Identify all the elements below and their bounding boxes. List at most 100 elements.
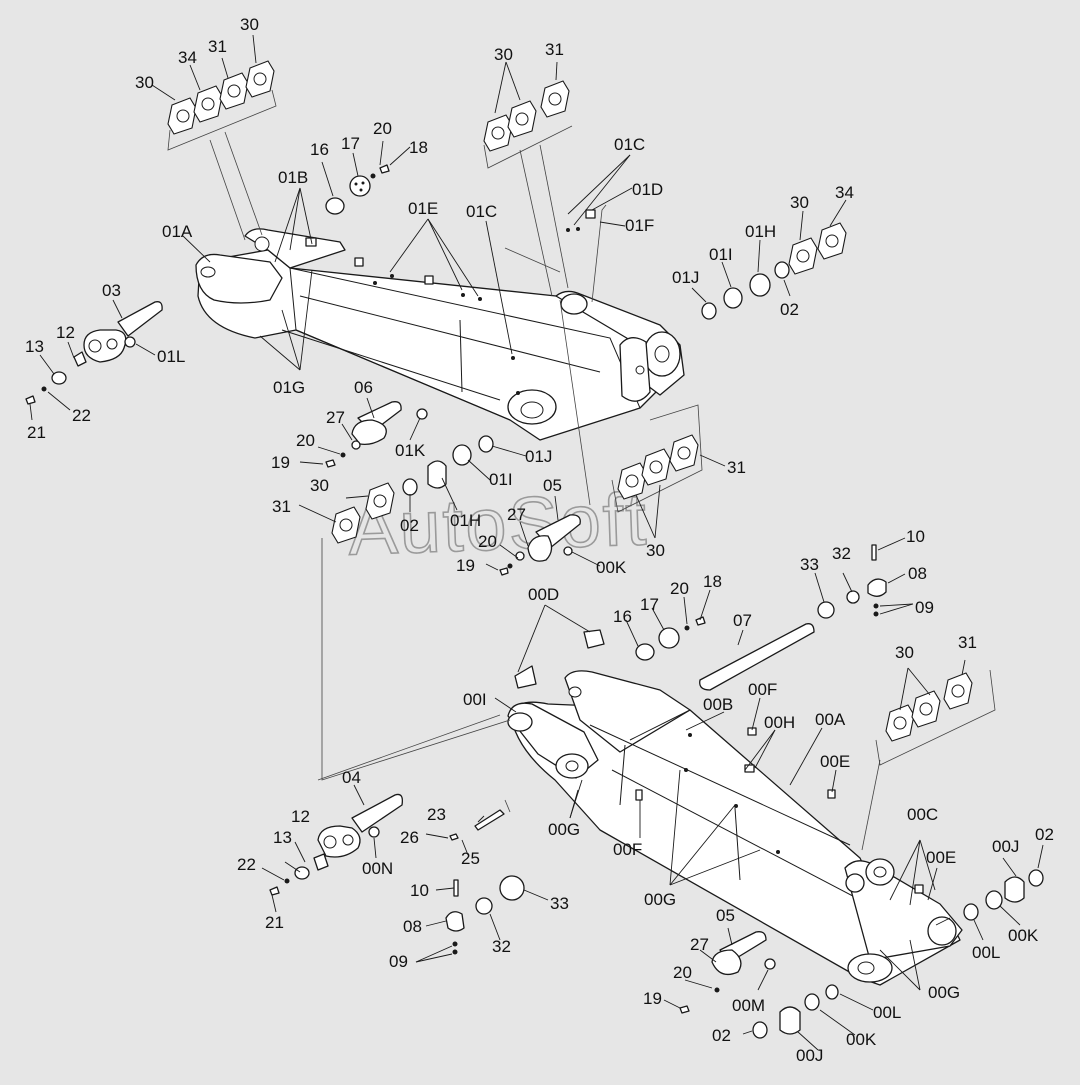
- callout: 04: [342, 768, 361, 787]
- callout: 05: [716, 906, 735, 925]
- upper-arm-parts: [25, 164, 790, 576]
- callout: 18: [703, 572, 722, 591]
- callout: 20: [373, 119, 392, 138]
- callout: 19: [456, 556, 475, 575]
- callout: 09: [389, 952, 408, 971]
- callout: 27: [326, 408, 345, 427]
- upper-arm-assembly: [195, 228, 685, 441]
- shim-stacks: [167, 60, 973, 742]
- callout: 01E: [408, 199, 438, 218]
- callout: 31: [545, 40, 564, 59]
- callout: 00E: [820, 752, 850, 771]
- leader-lines: [29, 34, 1044, 1051]
- callout: 01H: [450, 511, 481, 530]
- callout: 19: [643, 989, 662, 1008]
- callout: 22: [237, 855, 256, 874]
- callout: 10: [906, 527, 925, 546]
- callout: 01C: [466, 202, 497, 221]
- callout-labels: 30 34 31 30 30 31 16 17 20 18 01C 01D 01…: [25, 15, 1054, 1065]
- callout: 00F: [613, 840, 642, 859]
- callout: 34: [835, 183, 854, 202]
- callout: 31: [272, 497, 291, 516]
- callout: 00G: [548, 820, 580, 839]
- callout: 00E: [926, 848, 956, 867]
- callout: 00A: [815, 710, 846, 729]
- callout: 00G: [644, 890, 676, 909]
- callout: 30: [895, 643, 914, 662]
- callout: 34: [178, 48, 197, 67]
- callout: 21: [27, 423, 46, 442]
- callout: 00M: [732, 996, 765, 1015]
- callout: 02: [1035, 825, 1054, 844]
- callout: 33: [550, 894, 569, 913]
- callout: 13: [25, 337, 44, 356]
- callout: 01G: [273, 378, 305, 397]
- callout: 16: [613, 607, 632, 626]
- callout: 00I: [463, 690, 487, 709]
- callout: 31: [958, 633, 977, 652]
- callout: 00K: [846, 1030, 877, 1049]
- callout: 01L: [157, 347, 185, 366]
- callout: 00K: [596, 558, 627, 577]
- callout: 01I: [709, 245, 733, 264]
- callout: 03: [102, 281, 121, 300]
- callout: 32: [832, 544, 851, 563]
- lower-boom-parts: [269, 544, 1044, 1039]
- callout: 30: [790, 193, 809, 212]
- callout: 00J: [796, 1046, 823, 1065]
- callout: 08: [908, 564, 927, 583]
- callout: 02: [780, 300, 799, 319]
- callout: 07: [733, 611, 752, 630]
- callout: 01J: [525, 447, 552, 466]
- watermark: AutoSoft: [347, 477, 650, 570]
- callout: 31: [727, 458, 746, 477]
- callout: 00N: [362, 859, 393, 878]
- callout: 01B: [278, 168, 308, 187]
- callout: 00B: [703, 695, 733, 714]
- callout: 30: [646, 541, 665, 560]
- callout: 06: [354, 378, 373, 397]
- callout: 01A: [162, 222, 193, 241]
- callout: 01K: [395, 441, 426, 460]
- callout: 08: [403, 917, 422, 936]
- callout: 27: [507, 505, 526, 524]
- callout: 30: [135, 73, 154, 92]
- callout: 17: [640, 595, 659, 614]
- callout: 00F: [748, 680, 777, 699]
- callout: 01I: [489, 470, 513, 489]
- callout: 20: [673, 963, 692, 982]
- callout: 22: [72, 406, 91, 425]
- callout: 12: [291, 807, 310, 826]
- callout: 00K: [1008, 926, 1039, 945]
- callout: 09: [915, 598, 934, 617]
- callout: 33: [800, 555, 819, 574]
- callout: 16: [310, 140, 329, 159]
- callout: 13: [273, 828, 292, 847]
- callout: 00J: [992, 837, 1019, 856]
- callout: 20: [478, 532, 497, 551]
- callout: 20: [296, 431, 315, 450]
- callout: 00C: [907, 805, 938, 824]
- callout: 00L: [873, 1003, 901, 1022]
- callout: 30: [310, 476, 329, 495]
- callout: 21: [265, 913, 284, 932]
- callout: 12: [56, 323, 75, 342]
- callout: 26: [400, 828, 419, 847]
- callout: 17: [341, 134, 360, 153]
- callout: 05: [543, 476, 562, 495]
- callout: 20: [670, 579, 689, 598]
- callout: 19: [271, 453, 290, 472]
- callout: 01F: [625, 216, 654, 235]
- callout: 01H: [745, 222, 776, 241]
- callout: 10: [410, 881, 429, 900]
- callout: 23: [427, 805, 446, 824]
- callout: 00H: [764, 713, 795, 732]
- callout: 25: [461, 849, 480, 868]
- callout: 31: [208, 37, 227, 56]
- callout: 00G: [928, 983, 960, 1002]
- callout: 01C: [614, 135, 645, 154]
- lower-boom-assembly: [507, 629, 963, 986]
- callout: 27: [690, 935, 709, 954]
- callout: 30: [240, 15, 259, 34]
